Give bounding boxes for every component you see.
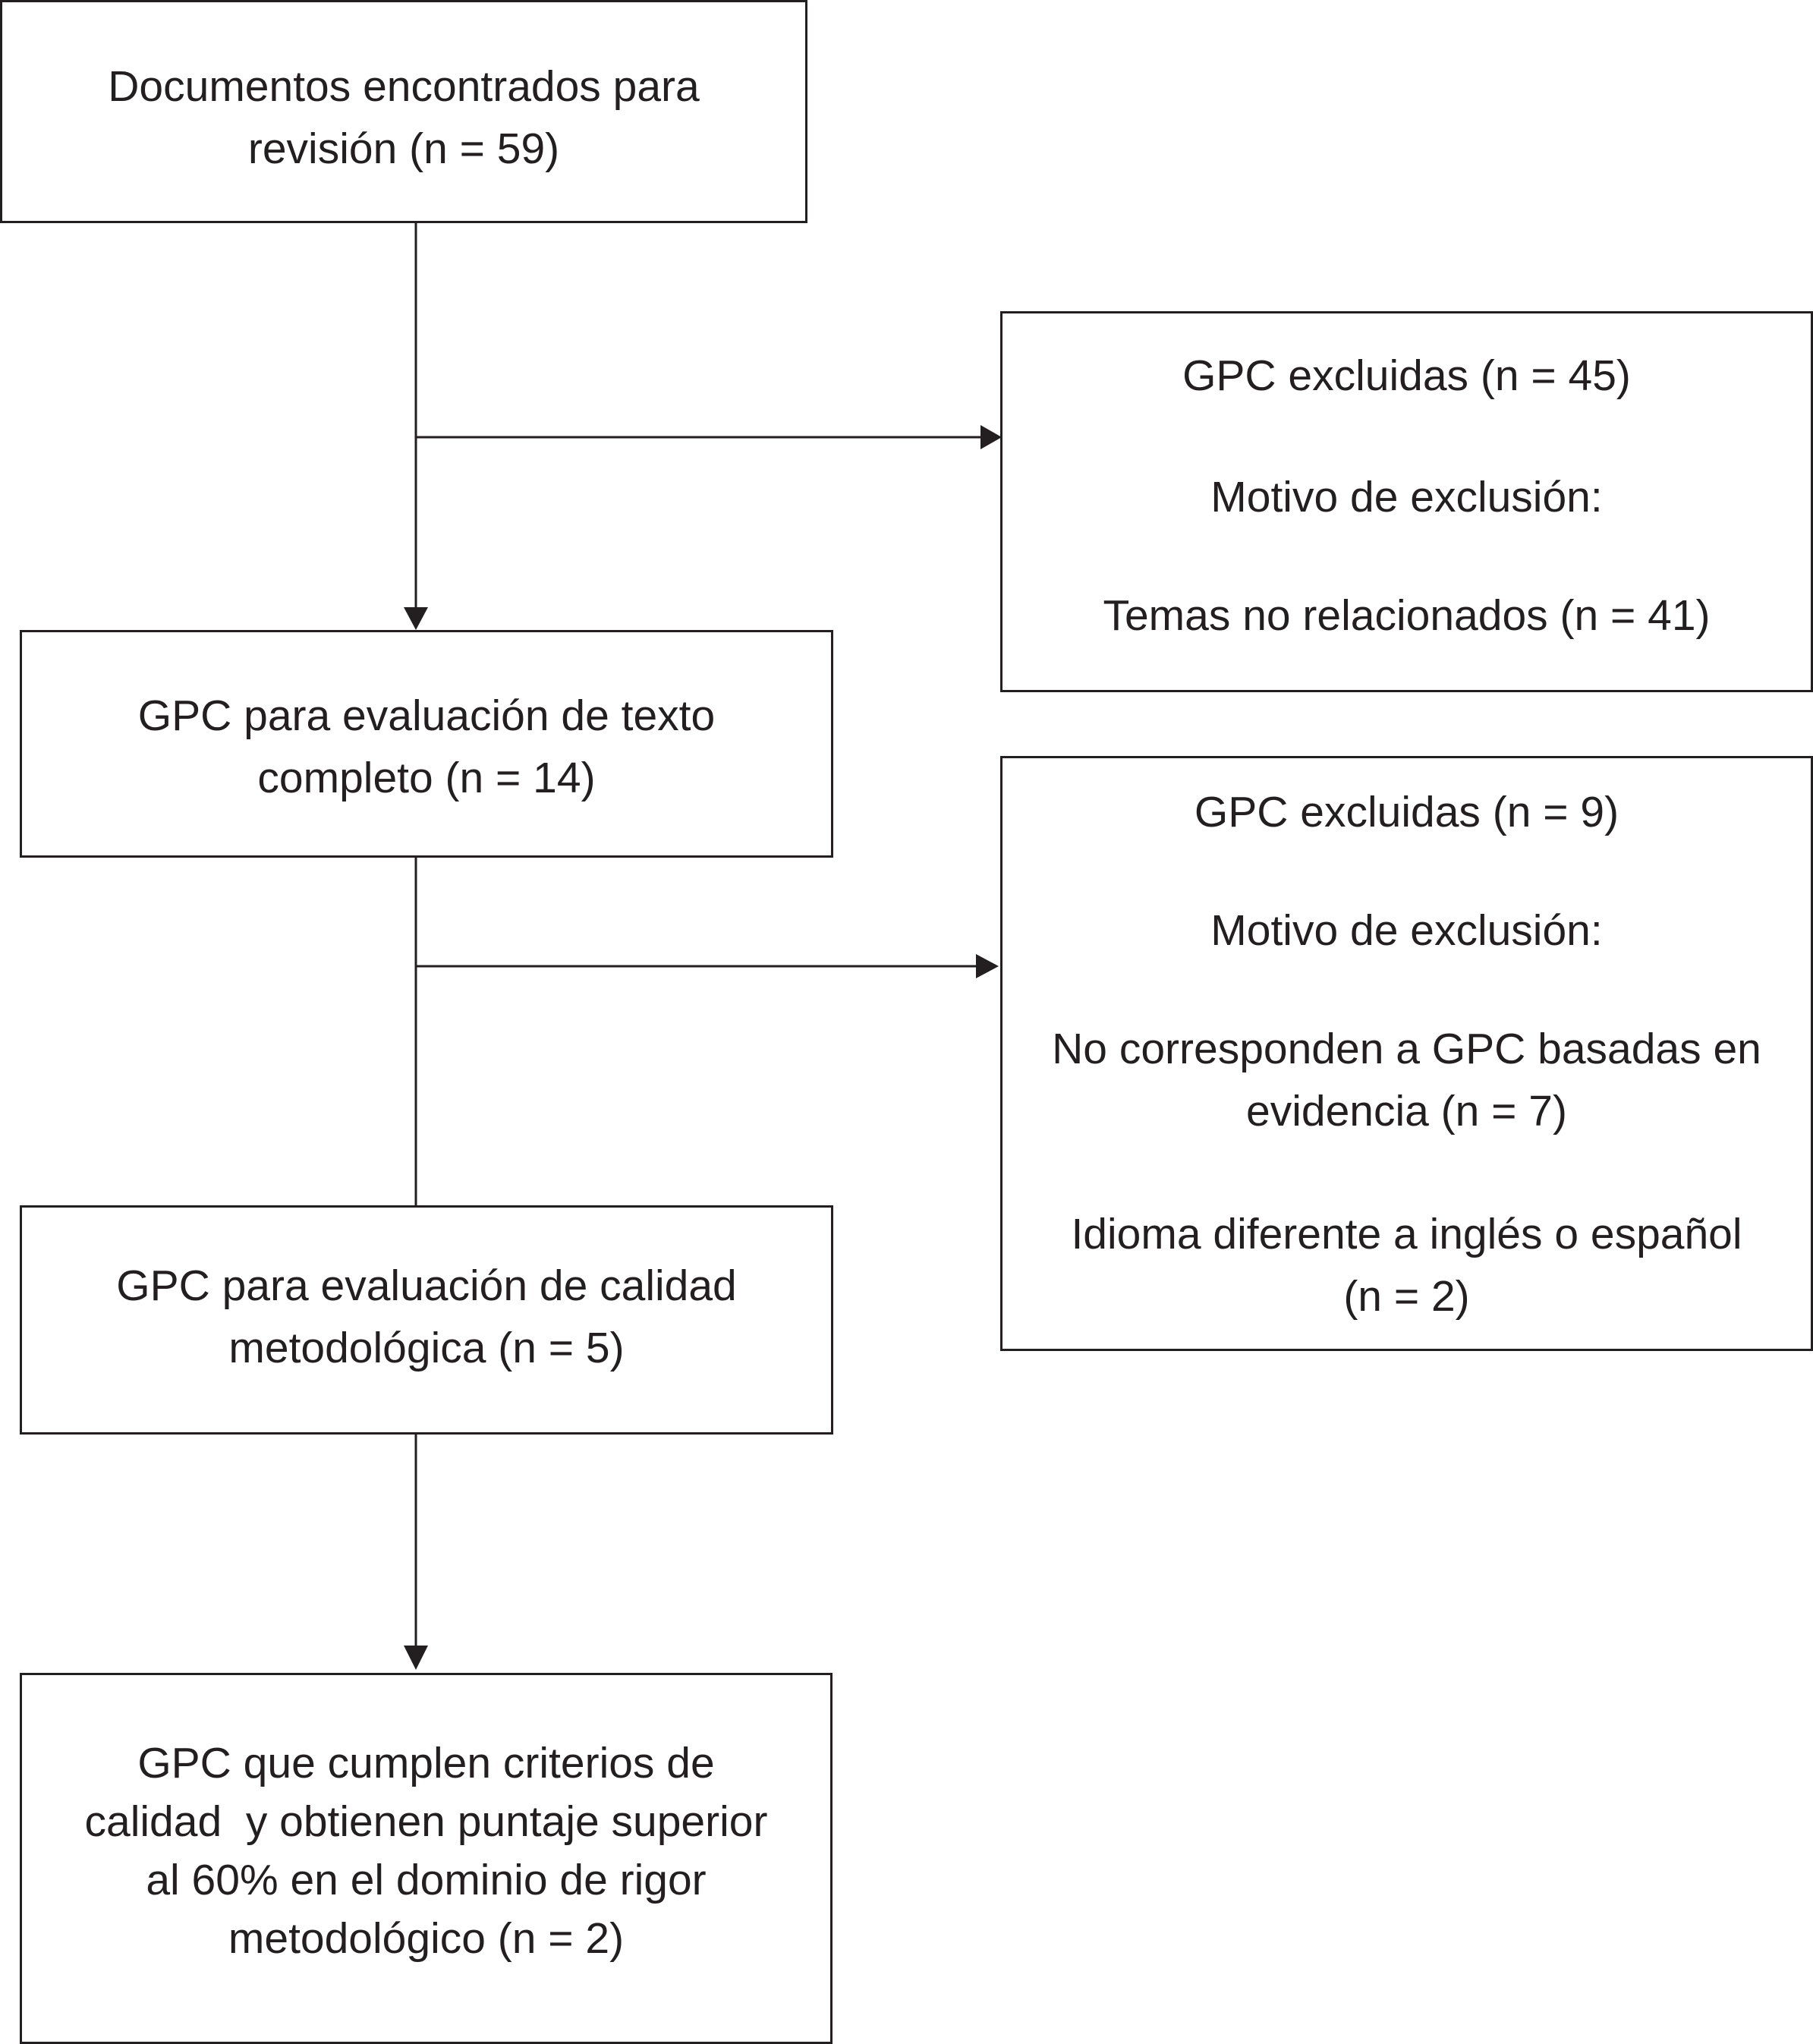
excluidas-1-reason: Temas no relacionados (n = 41) [1103,591,1711,640]
box-calidad-line-2: metodológica (n = 5) [228,1324,625,1372]
box-calidad: GPC para evaluación de calidad metodológ… [20,1205,833,1435]
box-documentos: Documentos encontrados para revisión (n … [0,0,807,223]
box-texto-completo: GPC para evaluación de texto completo (n… [20,630,833,858]
arrowhead-excluidas1 [980,425,1002,449]
box-texto-completo-line-2: completo (n = 14) [257,754,596,802]
box-final-line-3: al 60% en el dominio de rigor [146,1856,707,1904]
box-texto-completo-line-1: GPC para evaluación de texto [137,691,716,740]
arrowhead-texto-completo [404,607,428,630]
arrowhead-excluidas2 [976,954,999,978]
box-documentos-line-1: Documentos encontrados para [108,62,700,111]
excluidas-1-motivo: Motivo de exclusión: [1210,473,1603,521]
box-final: GPC que cumplen criterios de calidad y o… [20,1673,833,2044]
arrowhead-final [404,1646,428,1670]
excluidas-2-title: GPC excluidas (n = 9) [1194,788,1619,836]
excluidas-2-reason-1-line-2: evidencia (n = 7) [1246,1087,1567,1135]
excluidas-2-reason-2-line-1: Idioma diferente a inglés o español [1071,1210,1742,1258]
box-final-line-1: GPC que cumplen criterios de [137,1739,715,1787]
box-excluidas-2: GPC excluidas (n = 9) Motivo de exclusió… [1000,756,1813,1351]
excluidas-2-reason-1-line-1: No corresponden a GPC basadas en [1052,1025,1761,1073]
excluidas-2-reason-2-line-2: (n = 2) [1343,1272,1470,1321]
excluidas-2-motivo: Motivo de exclusión: [1210,906,1603,955]
box-documentos-line-2: revisión (n = 59) [247,124,560,173]
box-final-line-4: metodológico (n = 2) [228,1914,625,1963]
box-excluidas-1: GPC excluidas (n = 45) Motivo de exclusi… [1000,311,1813,692]
box-calidad-line-1: GPC para evaluación de calidad [116,1261,737,1310]
box-final-line-2: calidad y obtienen puntaje superior [84,1797,768,1846]
excluidas-1-title: GPC excluidas (n = 45) [1182,351,1631,400]
